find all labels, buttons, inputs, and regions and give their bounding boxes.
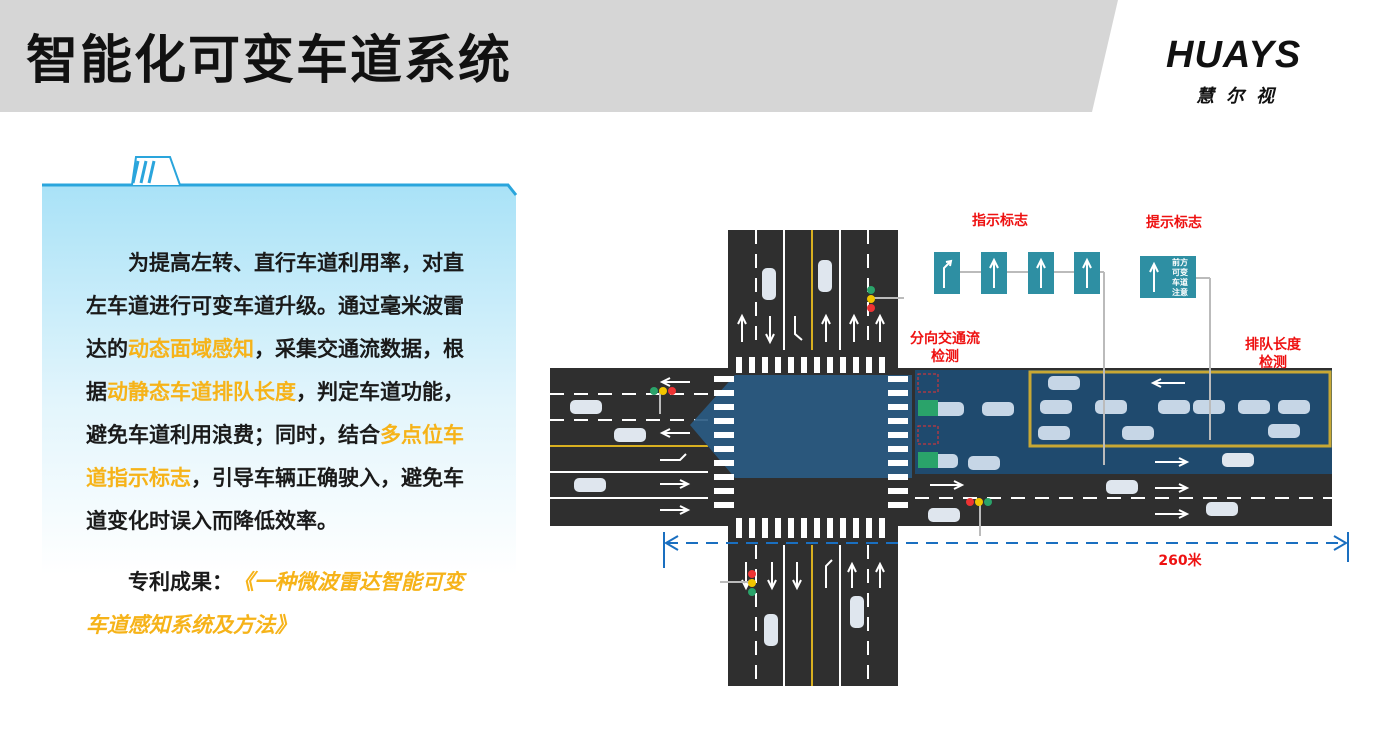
logo: HUAYS: [1166, 34, 1302, 76]
car: [1048, 376, 1080, 390]
car: [982, 402, 1014, 416]
directional-flow-label: 分向交通流检测: [900, 330, 990, 366]
car: [764, 614, 778, 646]
lane-arrows: [659, 313, 1190, 591]
highlight-lane-signs: 多点位车道指示标志: [86, 423, 464, 490]
vehicles: [570, 260, 1310, 646]
car: [928, 508, 960, 522]
page-title: 智能化可变车道系统: [26, 31, 513, 91]
car: [762, 268, 776, 300]
car: [1122, 426, 1154, 440]
traffic-signals: [650, 286, 992, 596]
car: [1268, 424, 1300, 438]
description-text: 为提高左转、直行车道利用率，对直左车道进行可变车道升级。通过毫米波雷达的动态面域…: [86, 242, 476, 647]
hint-sign: [1140, 256, 1196, 298]
crosswalks: [714, 357, 908, 538]
queue-detection-box: [1028, 370, 1332, 448]
car: [968, 456, 1000, 470]
text-segment: ，引导车辆正确驶入，避免车道变化时误入而降低效率。: [86, 466, 464, 533]
text-segment: ，判定车道功能，避免车道利用浪费；同时，结合: [86, 380, 464, 447]
patent-label: 专利成果：: [128, 570, 233, 594]
car: [1158, 400, 1190, 414]
patent-paragraph: 专利成果：《一种微波雷达智能可变车道感知系统及方法》: [86, 561, 476, 647]
header-bar: 智能化可变车道系统 HUAYS 慧尔视: [0, 0, 1373, 112]
highlight-queue-length: 动静态车道排队长度: [107, 380, 296, 404]
hint-sign-label: 提示标志: [1146, 215, 1202, 231]
approach-lane-markers: [917, 373, 939, 468]
distance-label: 260米: [1158, 553, 1202, 569]
car: [1040, 400, 1072, 414]
car: [850, 596, 864, 628]
car: [574, 478, 606, 492]
text-segment: ，采集交通流数据，根据: [86, 337, 464, 404]
text-panel-background: [42, 156, 518, 575]
queue-length-label-line2: 检测: [1259, 355, 1287, 371]
distance-dimension: [663, 532, 1349, 568]
highlight-dynamic-area: 动态面域感知: [128, 337, 254, 361]
directional-flow-label-line2: 检测: [931, 349, 959, 365]
car: [1206, 502, 1238, 516]
description-paragraph: 为提高左转、直行车道利用率，对直左车道进行可变车道升级。通过毫米波雷达的动态面域…: [86, 242, 476, 543]
car: [570, 400, 602, 414]
indicator-sign-label: 指示标志: [972, 213, 1028, 229]
queue-length-label-line1: 排队长度: [1245, 337, 1301, 353]
car: [818, 260, 832, 292]
detection-zone: [690, 375, 912, 478]
logo-subtitle: 慧尔视: [1196, 86, 1286, 107]
car: [1038, 426, 1070, 440]
hint-sign-text: 前方可变车道注意: [1172, 258, 1188, 297]
indicator-signs: [934, 252, 1211, 465]
car: [1222, 453, 1254, 467]
patent-title: 《一种微波雷达智能可变车道感知系统及方法》: [86, 570, 464, 637]
car: [932, 402, 964, 416]
header-background: [0, 0, 1118, 112]
text-segment: 为提高左转、直行车道利用率，对直左车道进行可变车道升级。通过毫米波雷达的: [86, 251, 464, 361]
car: [1278, 400, 1310, 414]
car: [1106, 480, 1138, 494]
car: [614, 428, 646, 442]
car: [1095, 400, 1127, 414]
directional-flow-label-line1: 分向交通流: [910, 331, 980, 347]
queue-length-label: 排队长度检测: [1236, 336, 1310, 372]
sign-left-turn: [934, 252, 960, 294]
car: [1238, 400, 1270, 414]
intersection-diagram: [550, 230, 1349, 686]
